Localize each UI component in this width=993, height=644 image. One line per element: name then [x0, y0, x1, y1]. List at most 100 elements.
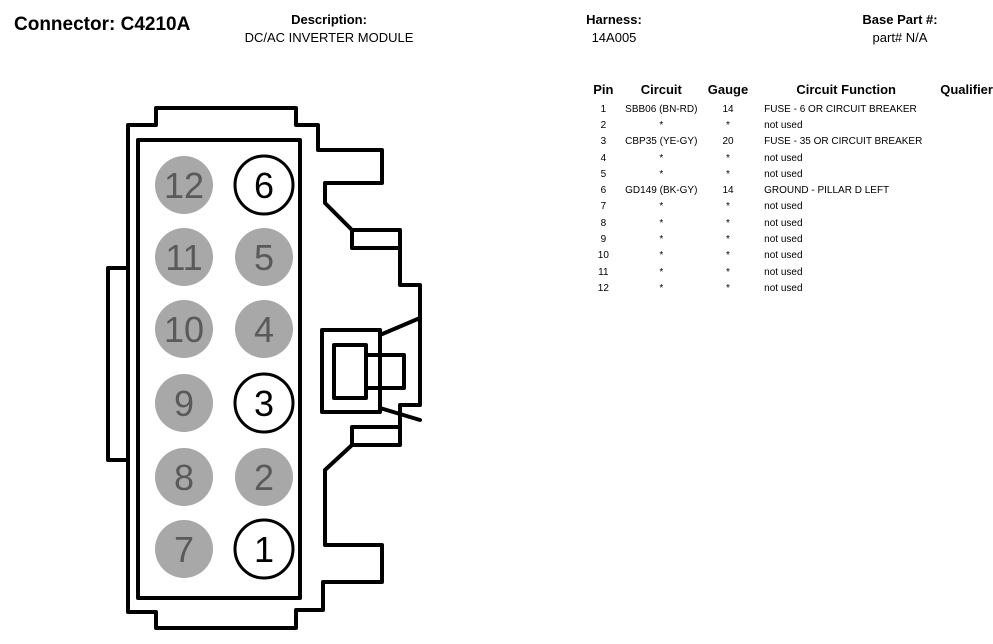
qualifier-cell: [940, 117, 993, 133]
circuit-cell: SBB06 (BN-RD): [625, 103, 698, 115]
qualifier-cell: [940, 134, 993, 150]
pin-11-label: 11: [165, 237, 202, 278]
table-row: 7**not used: [588, 199, 993, 215]
description-value: DC/AC INVERTER MODULE: [244, 30, 414, 45]
description-block: Description: DC/AC INVERTER MODULE: [229, 12, 429, 45]
table-row: 11**not used: [588, 264, 993, 280]
circuit-cell: *: [659, 234, 664, 246]
gauge-cell: *: [726, 119, 730, 131]
function-cell: not used: [764, 234, 803, 246]
pin-1-label: 1: [254, 529, 274, 570]
pin-8-label: 8: [174, 457, 194, 498]
pin-cell: 9: [600, 234, 607, 246]
qualifier-cell: [940, 215, 993, 231]
pin-9-label: 9: [174, 383, 194, 424]
function-cell: not used: [764, 250, 803, 262]
function-cell: FUSE - 6 OR CIRCUIT BREAKER: [764, 103, 917, 115]
connector-housing-outline: [106, 106, 422, 630]
circuit-cell: *: [659, 217, 664, 229]
pin-cell: 12: [597, 282, 609, 294]
function-cell: not used: [764, 282, 803, 294]
pin-12-circle: [155, 156, 213, 214]
pin-cell: 5: [600, 168, 607, 180]
pin-cell: 1: [600, 103, 607, 115]
description-label: Description:: [291, 12, 367, 27]
table-row: 5 * * not used: [588, 166, 993, 182]
gauge-cell: *: [726, 201, 730, 213]
pin-2-circle: [235, 448, 293, 506]
pin-3-circle: [233, 372, 295, 434]
col-header-circuit: Circuit: [640, 82, 682, 97]
pin-10-circle: [155, 300, 213, 358]
pin-7-label: 7: [174, 529, 194, 570]
base-part-value: part# N/A: [872, 30, 928, 45]
pin-6-circle: [233, 154, 295, 216]
qualifier-cell: [940, 150, 993, 166]
col-header-gauge: Gauge: [707, 82, 749, 97]
pin-11-circle: [155, 228, 213, 286]
function-cell: not used: [764, 266, 803, 278]
pin-4-label: 4: [254, 309, 274, 350]
qualifier-cell: [940, 182, 993, 198]
pin-10-label: 10: [164, 309, 204, 350]
qualifier-cell: [940, 166, 993, 182]
table-row: 2 * * not used: [588, 117, 993, 133]
pin-5-label: 5: [254, 237, 274, 278]
circuit-cell: *: [659, 250, 664, 262]
table-row: 12 * * not used: [588, 280, 993, 296]
circuit-cell: *: [659, 282, 664, 294]
harness-value: 14A005: [591, 30, 637, 45]
qualifier-cell: [940, 280, 993, 296]
pin-3-label: 3: [254, 383, 274, 424]
col-header-circuit-function: Circuit Function: [796, 82, 897, 97]
circuit-cell: CBP35 (YE-GY): [625, 136, 698, 148]
pin-6-label: 6: [254, 165, 274, 206]
circuit-cell: *: [659, 201, 664, 213]
gauge-cell: 20: [722, 136, 734, 148]
function-cell: GROUND - PILLAR D LEFT: [764, 185, 890, 197]
base-part-label: Base Part #:: [862, 12, 938, 27]
qualifier-cell: [940, 264, 993, 280]
function-cell: not used: [764, 152, 803, 164]
pin-4-circle: [235, 300, 293, 358]
pin-12-label: 12: [164, 165, 204, 206]
pin-1-circle: [233, 518, 295, 580]
base-part-block: Base Part #: part# N/A: [840, 12, 960, 45]
pin-cell: 4: [600, 152, 607, 164]
function-cell: not used: [764, 119, 803, 131]
connector-title: Connector: C4210A: [14, 14, 191, 35]
table-row: 9 * * not used: [588, 231, 993, 247]
pin-8-circle: [155, 448, 213, 506]
gauge-cell: *: [726, 282, 730, 294]
col-header-qualifier: Qualifier: [940, 82, 993, 97]
gauge-cell: *: [726, 168, 730, 180]
pin-5-circle: [235, 228, 293, 286]
table-row: 8**not used: [588, 215, 993, 231]
function-cell: not used: [764, 217, 803, 229]
circuit-cell: *: [659, 152, 664, 164]
function-cell: not used: [764, 168, 803, 180]
qualifier-cell: [940, 248, 993, 264]
table-row: 4 * * not used: [588, 150, 993, 166]
gauge-cell: *: [726, 234, 730, 246]
circuit-cell: *: [659, 168, 664, 180]
gauge-cell: *: [726, 152, 730, 164]
function-cell: not used: [764, 201, 803, 213]
harness-block: Harness: 14A005: [564, 12, 664, 45]
connector-pins: 12 6 11 5 10 4 9 3 8 2 7 1: [155, 154, 295, 580]
gauge-cell: *: [726, 217, 730, 229]
pin-9-circle: [155, 374, 213, 432]
qualifier-cell: [940, 199, 993, 215]
col-header-pin: Pin: [593, 82, 614, 97]
pin-2-label: 2: [254, 457, 274, 498]
qualifier-cell: [940, 231, 993, 247]
gauge-cell: *: [726, 250, 730, 262]
table-row: 10**not used: [588, 248, 993, 264]
circuit-cell: GD149 (BK-GY): [625, 185, 698, 197]
pin-cell: 2: [600, 119, 607, 131]
circuit-cell: *: [659, 119, 664, 131]
